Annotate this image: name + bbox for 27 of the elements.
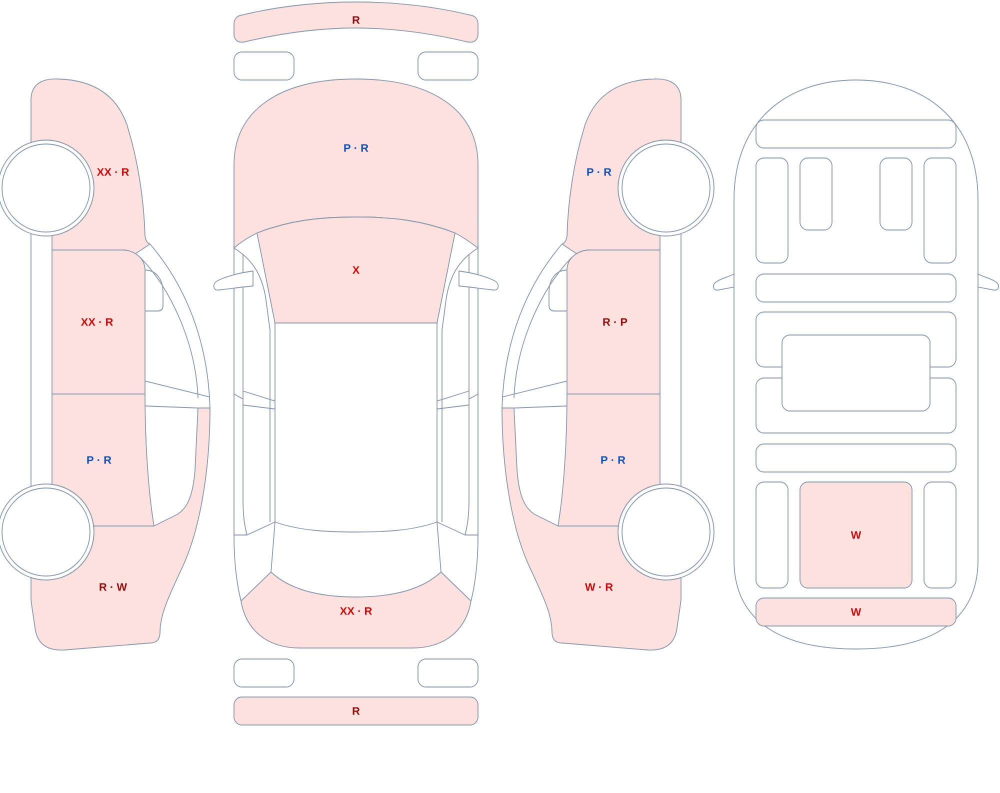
- panel-box: [880, 158, 912, 230]
- panel-box: [756, 120, 956, 148]
- door-panel: P · R: [558, 394, 660, 526]
- trunk-panel: XX · R: [240, 572, 472, 648]
- panel-box: W: [800, 482, 912, 588]
- panel-box: [800, 158, 832, 230]
- fender-panel: P · R: [562, 78, 682, 254]
- bumper-panel: R: [234, 696, 478, 726]
- door-panel: R · P: [566, 250, 660, 394]
- door-panel: XX · R: [52, 250, 146, 394]
- panel-box: W: [756, 598, 956, 626]
- door-panel: P · R: [52, 394, 154, 526]
- fender-panel: XX · R: [30, 78, 150, 254]
- panel-box: [756, 158, 788, 264]
- panel-box: [924, 158, 956, 264]
- windshield-panel: X: [256, 216, 456, 324]
- lamp-box: [418, 658, 478, 688]
- panel-box: [756, 274, 956, 302]
- panel-box: [756, 444, 956, 472]
- panel-box: [924, 482, 956, 588]
- panel-box: [756, 482, 788, 588]
- lamp-box: [234, 52, 294, 80]
- lamp-box: [234, 658, 294, 688]
- lamp-box: [418, 52, 478, 80]
- panel-box: [782, 334, 930, 412]
- hood-panel: P · R: [234, 78, 478, 248]
- bumper-panel: R: [234, 2, 478, 43]
